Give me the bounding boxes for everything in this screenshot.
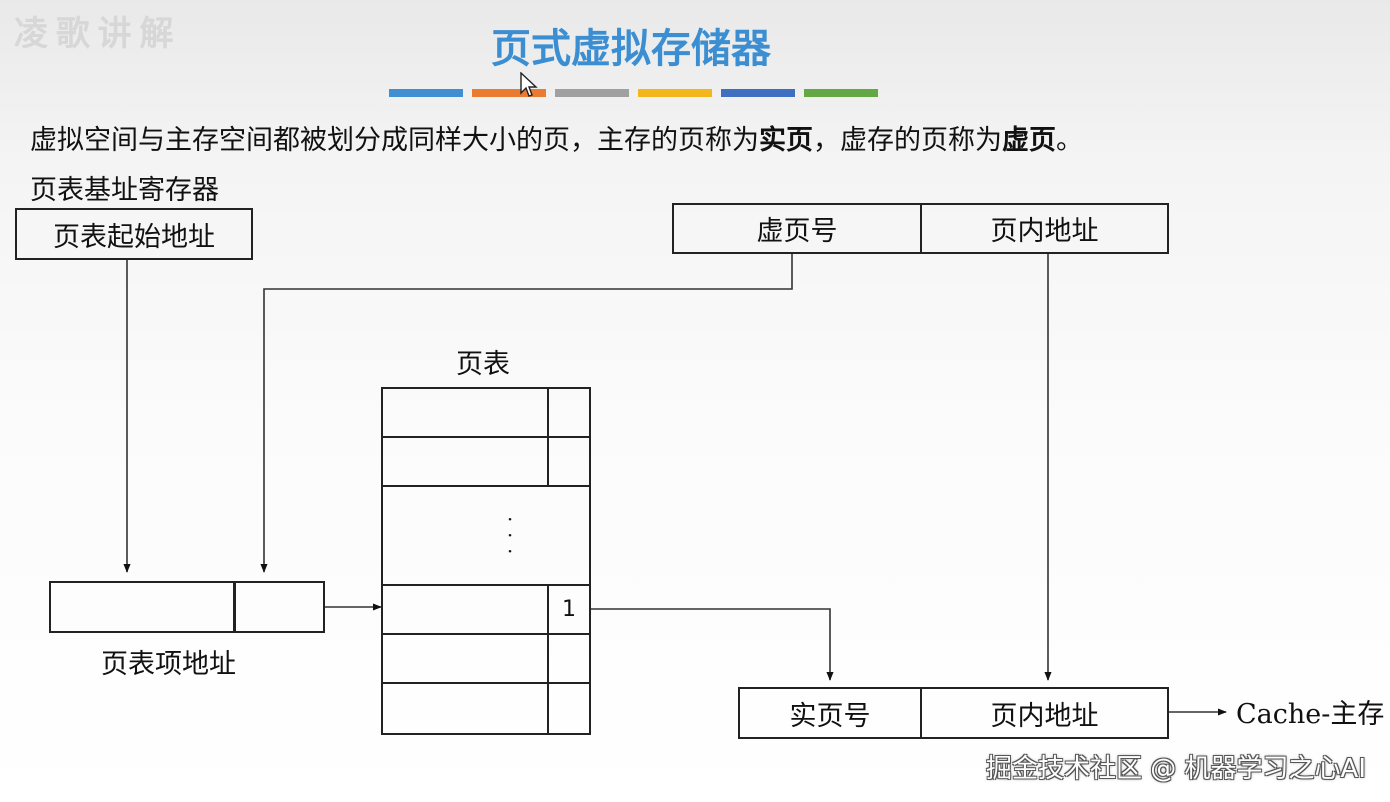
intro-text-1: 虚拟空间与主存空间都被划分成同样大小的页，主存的页称为 [30, 125, 759, 156]
page-table-valid-cell: 1 [547, 584, 591, 635]
virtual-page-number-box: 虚页号 [672, 203, 922, 254]
physical-page-offset-text: 页内地址 [990, 700, 1099, 732]
page-table-valid-cell [547, 436, 591, 487]
slide-title: 页式虚拟存储器 [491, 26, 771, 72]
page-table-gap: · · · [381, 485, 591, 586]
real-page-number-box: 实页号 [738, 687, 922, 739]
page-table: · · · 1 [381, 387, 591, 735]
accent-bar-group [389, 89, 878, 97]
arrow-entry-to-real-page [590, 608, 834, 681]
page-table-start-address-box: 页表起始地址 [15, 208, 253, 260]
virtual-page-number-text: 虚页号 [756, 216, 838, 247]
page-table-base-register-label: 页表基址寄存器 [30, 175, 219, 206]
page-table-entry-address-label: 页表项地址 [101, 649, 236, 680]
cache-main-memory-label: Cache-主存 [1236, 699, 1385, 730]
page-table-start-address-text: 页表起始地址 [53, 221, 215, 253]
page-table-valid-cell [547, 387, 591, 438]
physical-page-offset-box: 页内地址 [920, 687, 1169, 739]
accent-bar [389, 89, 463, 97]
mouse-cursor-icon [520, 72, 538, 97]
virtual-page-term: 虚页 [1002, 125, 1056, 156]
virtual-page-offset-text: 页内地址 [990, 216, 1099, 247]
real-page-term: 实页 [759, 125, 813, 156]
entry-address-left-cell [49, 581, 236, 633]
logo-watermark: 凌 歌 讲 解 [14, 14, 174, 54]
accent-bar [638, 89, 712, 97]
arrow-vpn-to-entry-address [260, 253, 793, 573]
accent-bar [472, 89, 546, 97]
accent-bar [804, 89, 878, 97]
page-table-ellipsis: · · · [506, 507, 514, 563]
intro-text-2: ，虚存的页称为 [813, 125, 1002, 156]
intro-text-3: 。 [1056, 125, 1083, 156]
valid-bit-value: 1 [562, 597, 576, 622]
accent-bar [721, 89, 795, 97]
page-table-valid-cell [547, 682, 591, 735]
accent-bar [555, 89, 629, 97]
real-page-number-text: 实页号 [789, 700, 871, 732]
entry-address-right-cell [233, 581, 325, 633]
page-table-title: 页表 [456, 349, 510, 380]
intro-paragraph: 虚拟空间与主存空间都被划分成同样大小的页，主存的页称为实页，虚存的页称为虚页。 [30, 118, 1083, 157]
site-watermark: 掘金技术社区 @ 机器学习之心AI [986, 754, 1366, 784]
page-table-valid-cell [547, 633, 591, 684]
virtual-page-offset-box: 页内地址 [920, 203, 1169, 254]
